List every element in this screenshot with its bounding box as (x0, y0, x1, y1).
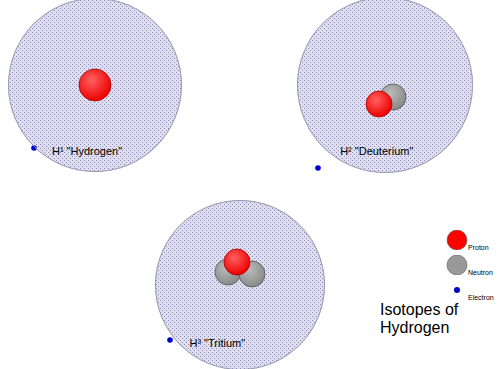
electron (315, 165, 321, 171)
proton (366, 91, 392, 117)
legend-entry: Proton (446, 230, 502, 250)
legend-swatch-holder (446, 255, 468, 275)
atom-border (9, 0, 182, 172)
legend-swatch (447, 230, 467, 250)
atom-circle: H² "Deuterium" (297, 0, 473, 173)
isotope-name: H¹ "Hydrogen" (52, 145, 122, 158)
electron (167, 337, 173, 343)
diagram-title: Isotopes of Hydrogen (380, 301, 484, 338)
legend-text: Proton (468, 244, 489, 251)
electron-cloud (297, 0, 473, 173)
legend-text: Electron (468, 294, 494, 301)
atom-circle: H³ "Tritium" (155, 200, 325, 369)
atom-border (298, 0, 473, 173)
legend-text: Neutron (468, 269, 493, 276)
legend-entry: Electron (446, 280, 502, 300)
legend-swatch (454, 287, 460, 293)
proton (79, 69, 111, 101)
nuclei (79, 69, 406, 287)
isotope-name: H² "Deuterium" (340, 145, 413, 158)
atom-border (156, 201, 325, 369)
electron-cloud (8, 0, 182, 172)
isotope-name: H³ "Tritium" (189, 337, 245, 350)
legend-entry: Neutron (446, 255, 502, 275)
electrons (31, 145, 321, 343)
atom-circle: H¹ "Hydrogen" (8, 0, 182, 172)
legend-swatch-holder (446, 230, 468, 250)
legend-swatch (447, 255, 467, 275)
electron-cloud (155, 200, 325, 369)
legend-swatch-holder (446, 280, 468, 300)
proton (224, 249, 250, 275)
